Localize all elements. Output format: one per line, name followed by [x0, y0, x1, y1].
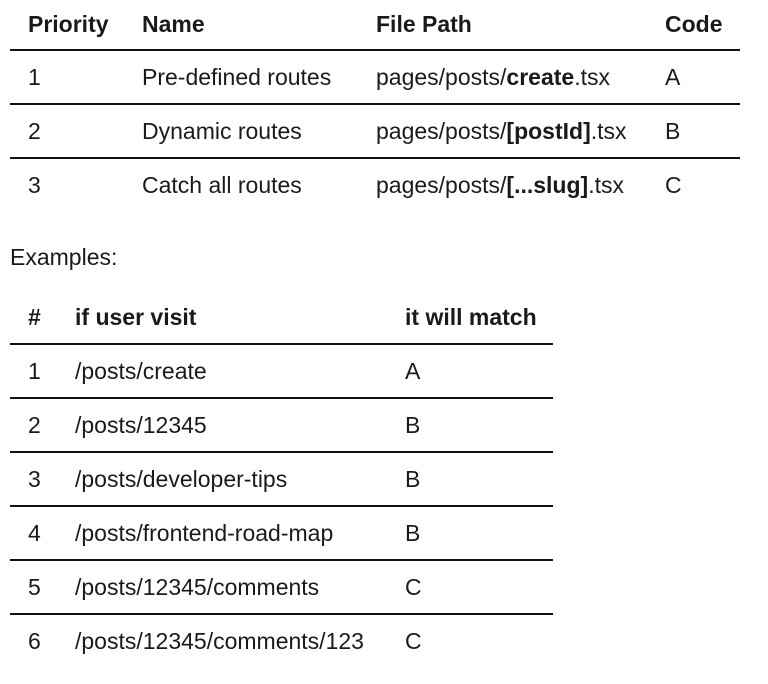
visit-path-cell: /posts/frontend-road-map	[75, 519, 334, 546]
priority-cell: 1	[28, 63, 41, 90]
header-cell-number: #	[28, 304, 41, 330]
path-bold-segment: [postId]	[506, 117, 591, 144]
match-code-cell: C	[405, 573, 422, 600]
routes-table-header-row: Priority Name File Path Code	[10, 0, 740, 50]
row-number-cell: 5	[28, 573, 41, 600]
path-suffix: .tsx	[590, 117, 627, 144]
examples-table-row: 3 /posts/developer-tips B	[10, 452, 553, 506]
match-code-cell: C	[405, 628, 422, 654]
row-number-cell: 2	[28, 411, 41, 438]
header-cell-code: Code	[665, 11, 723, 37]
file-path-cell: pages/posts/[...slug].tsx	[358, 158, 647, 212]
row-number-cell: 6	[28, 628, 41, 654]
row-number-cell: 1	[28, 357, 41, 384]
visit-path-cell: /posts/12345/comments/123	[75, 628, 364, 654]
priority-cell: 2	[28, 117, 41, 144]
routes-table-row: 1 Pre-defined routes pages/posts/create.…	[10, 50, 740, 104]
examples-table-row: 1 /posts/create A	[10, 344, 553, 398]
name-cell: Pre-defined routes	[142, 63, 332, 90]
row-number-cell: 4	[28, 519, 41, 546]
path-bold-segment: create	[506, 63, 575, 90]
name-cell: Catch all routes	[142, 172, 302, 198]
examples-table-row: 4 /posts/frontend-road-map B	[10, 506, 553, 560]
examples-table: # if user visit it will match 1 /posts/c…	[10, 292, 553, 668]
routes-table-row: 3 Catch all routes pages/posts/[...slug]…	[10, 158, 740, 212]
match-code-cell: A	[405, 357, 421, 384]
path-bold-segment: [...slug]	[506, 172, 589, 198]
visit-path-cell: /posts/developer-tips	[75, 465, 288, 492]
visit-path-cell: /posts/create	[75, 357, 207, 384]
path-suffix: .tsx	[588, 172, 624, 198]
match-code-cell: B	[405, 519, 421, 546]
header-cell-priority: Priority	[28, 11, 109, 37]
examples-table-header-row: # if user visit it will match	[10, 292, 553, 344]
examples-table-row: 5 /posts/12345/comments C	[10, 560, 553, 614]
path-prefix: pages/posts/	[376, 63, 507, 90]
code-cell: B	[665, 117, 681, 144]
routes-table: Priority Name File Path Code 1 Pre-defin…	[10, 0, 740, 212]
header-cell-name: Name	[142, 11, 205, 37]
row-number-cell: 3	[28, 465, 41, 492]
path-prefix: pages/posts/	[376, 117, 507, 144]
name-cell: Dynamic routes	[142, 117, 302, 144]
match-code-cell: B	[405, 465, 421, 492]
header-cell-file-path: File Path	[376, 11, 472, 37]
header-cell-match: it will match	[405, 304, 537, 330]
priority-cell: 3	[28, 172, 41, 198]
examples-table-row: 2 /posts/12345 B	[10, 398, 553, 452]
routes-table-row: 2 Dynamic routes pages/posts/[postId].ts…	[10, 104, 740, 158]
header-cell-visit: if user visit	[75, 304, 197, 330]
match-code-cell: B	[405, 411, 421, 438]
file-path-cell: pages/posts/create.tsx	[358, 50, 647, 104]
file-path-cell: pages/posts/[postId].tsx	[358, 104, 647, 158]
visit-path-cell: /posts/12345	[75, 411, 207, 438]
code-cell: A	[665, 63, 681, 90]
examples-table-row: 6 /posts/12345/comments/123 C	[10, 614, 553, 668]
examples-label: Examples:	[10, 244, 118, 270]
visit-path-cell: /posts/12345/comments	[75, 573, 320, 600]
path-prefix: pages/posts/	[376, 172, 507, 198]
path-suffix: .tsx	[574, 63, 610, 90]
code-cell: C	[665, 172, 682, 198]
